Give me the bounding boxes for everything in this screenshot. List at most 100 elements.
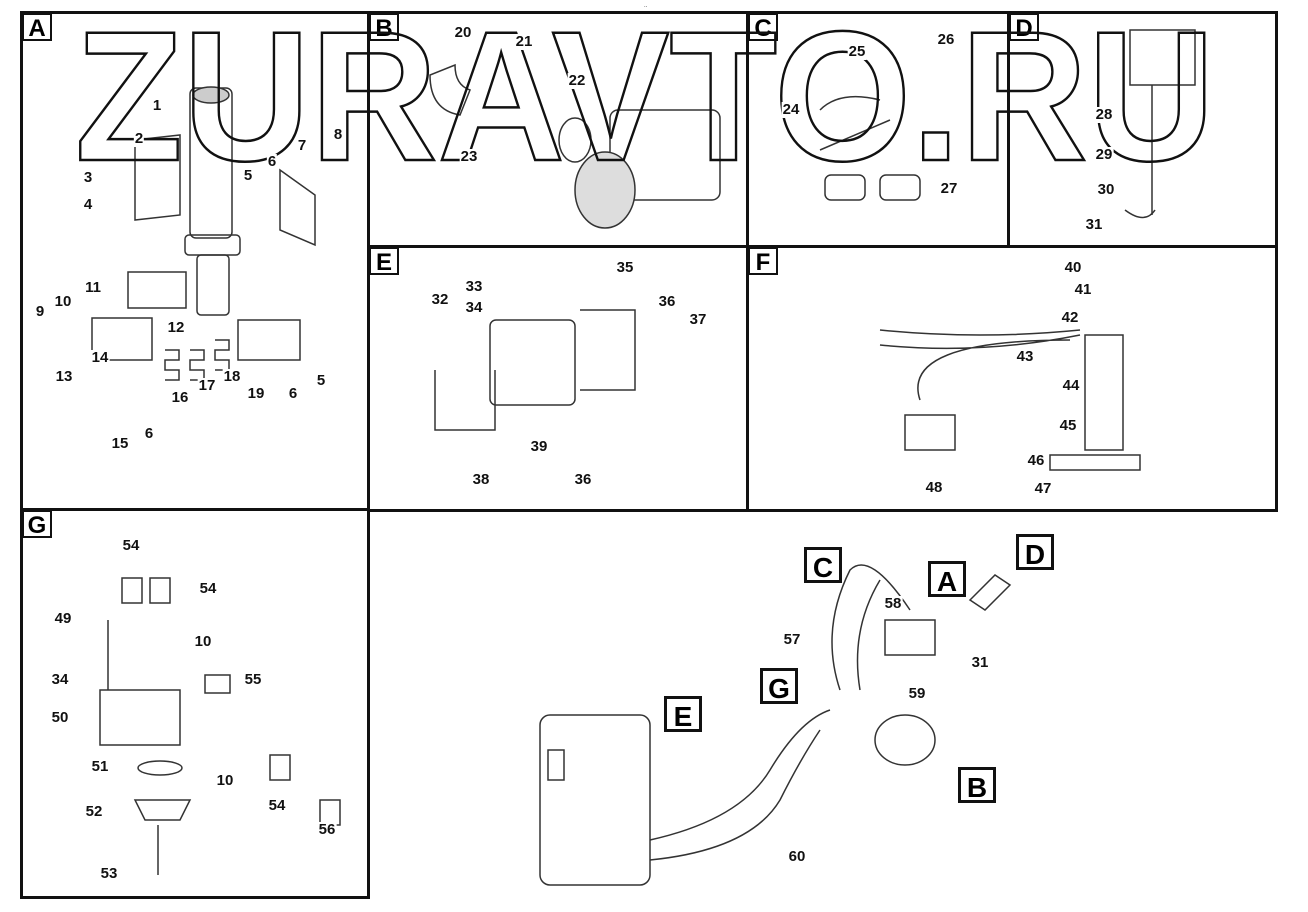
- tank-assembly: [539, 714, 651, 886]
- manifold-block: [99, 689, 181, 746]
- callout-number: 60: [787, 848, 807, 865]
- pump-assembly: [874, 714, 936, 766]
- callout-number: 36: [573, 471, 593, 488]
- callout-number: 51: [90, 758, 110, 775]
- callout-number: 56: [317, 821, 337, 838]
- assembly-ref-label: G: [760, 668, 798, 704]
- panel-label: F: [748, 247, 778, 276]
- panel-label: G: [22, 510, 52, 539]
- callout-number: 11: [84, 279, 102, 296]
- callout-number: 50: [50, 709, 70, 726]
- callout-number: 4: [82, 196, 94, 213]
- callout-number: 6: [143, 425, 155, 442]
- callout-number: 43: [1015, 348, 1035, 365]
- callout-number: 1: [151, 97, 163, 114]
- post: [1084, 334, 1124, 451]
- callout-number: 27: [939, 180, 959, 197]
- callout-number: 34: [50, 671, 70, 688]
- cylinder-lower: [196, 254, 230, 316]
- callout-number: 32: [430, 291, 450, 308]
- panel-label: D: [1009, 13, 1039, 42]
- header-note: ..: [644, 3, 648, 9]
- callout-number: 24: [781, 101, 801, 118]
- callout-number: 25: [847, 43, 867, 60]
- callout-number: 34: [464, 299, 484, 316]
- bracket-right: [279, 168, 316, 247]
- callout-number: 40: [1063, 259, 1083, 276]
- flange: [133, 799, 192, 821]
- callout-number: 38: [471, 471, 491, 488]
- panel-f: F: [746, 245, 1278, 512]
- callout-number: 31: [970, 654, 990, 671]
- callout-number: 44: [1061, 377, 1081, 394]
- pad-left: [824, 174, 866, 201]
- callout-number: 49: [53, 610, 73, 627]
- callout-number: 10: [53, 293, 73, 310]
- callout-number: 30: [1096, 181, 1116, 198]
- callout-number: 13: [54, 368, 74, 385]
- callout-number: 47: [1033, 480, 1053, 497]
- hoses: [649, 564, 911, 861]
- callout-number: 29: [1094, 146, 1114, 163]
- callout-number: 17: [197, 377, 217, 394]
- callout-number: 5: [315, 372, 327, 389]
- callout-number: 7: [296, 137, 308, 154]
- callout-number: 2: [133, 130, 145, 147]
- callout-number: 53: [99, 865, 119, 882]
- callout-number: 46: [1026, 452, 1046, 469]
- assembly-ref-label: B: [958, 767, 996, 803]
- switch-block: [127, 271, 187, 309]
- callout-number: 36: [657, 293, 677, 310]
- tank-window: [547, 749, 565, 781]
- callout-number: 37: [688, 311, 708, 328]
- callout-number: 23: [459, 148, 479, 165]
- valve-d: [968, 574, 1012, 611]
- pump-flange: [574, 151, 636, 229]
- panel-label: B: [369, 13, 399, 42]
- callout-number: 54: [121, 537, 141, 554]
- callout-number: 31: [1084, 216, 1104, 233]
- callout-number: 41: [1073, 281, 1093, 298]
- strap-left: [434, 370, 496, 431]
- callout-number: 6: [266, 153, 278, 170]
- elbow: [429, 63, 471, 116]
- panel-g: G: [20, 508, 370, 899]
- callout-number: 54: [198, 580, 218, 597]
- callout-number: 10: [193, 633, 213, 650]
- callout-number: 33: [464, 278, 484, 295]
- callout-number: 59: [907, 685, 927, 702]
- cables: [879, 329, 1081, 401]
- watermark: ZURAVTO.RU: [75, 0, 1215, 200]
- callout-number: 8: [332, 126, 344, 143]
- callout-number: 20: [453, 24, 473, 41]
- callout-number: 5: [242, 167, 254, 184]
- strap-right: [580, 309, 636, 391]
- callout-number: 15: [110, 435, 130, 452]
- assembly-ref-label: E: [664, 696, 702, 732]
- panel-label: C: [748, 13, 778, 42]
- panel-label: E: [369, 247, 399, 276]
- callout-number: 55: [243, 671, 263, 688]
- clamp: [819, 95, 891, 151]
- callout-number: 52: [84, 803, 104, 820]
- callout-number: 10: [215, 772, 235, 789]
- cylinder-assembly: [884, 619, 936, 656]
- callout-number: 3: [82, 169, 94, 186]
- callout-number: 16: [170, 389, 190, 406]
- callout-number: 12: [166, 319, 186, 336]
- callout-number: 6: [287, 385, 299, 402]
- cylinder-cap: [192, 86, 230, 104]
- pad-right: [879, 174, 921, 201]
- callout-number: 18: [222, 368, 242, 385]
- callout-number: 14: [90, 349, 110, 366]
- base: [1049, 454, 1141, 471]
- tank: [489, 319, 576, 406]
- fittings: [121, 577, 341, 826]
- switch: [904, 414, 956, 451]
- callout-number: 28: [1094, 106, 1114, 123]
- o-ring: [558, 117, 592, 163]
- callout-number: 58: [883, 595, 903, 612]
- callout-number: 39: [529, 438, 549, 455]
- callout-number: 57: [782, 631, 802, 648]
